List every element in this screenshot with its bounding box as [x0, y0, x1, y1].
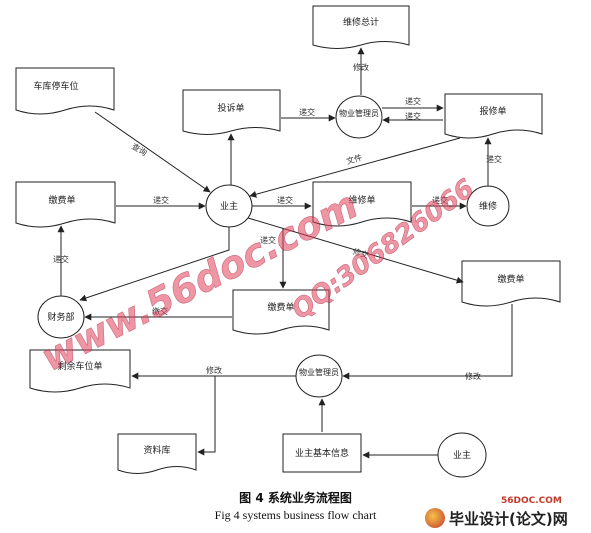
doc-ziliaoku — [117, 433, 197, 474]
edge-label-dijiao-left: 递交 — [153, 195, 169, 205]
caption-cn: 图 4 系统业务流程图 — [239, 491, 352, 505]
label-chekuxx: 车库停车位 — [33, 80, 78, 92]
edge-yezhu-to-caiwu — [79, 227, 230, 302]
edge-label-lingqu: 缴交 — [152, 306, 168, 316]
label-yezhu-bottom: 业主 — [453, 449, 471, 461]
label-wuye-bottom: 物业管理员 — [299, 367, 339, 377]
label-yezhu-main: 业主 — [220, 200, 238, 212]
edge-baoxiu-to-yezhu — [249, 137, 461, 198]
label-weixiu-circle: 维修 — [479, 200, 497, 212]
edge-label-dijiao-tousu: 递交 — [299, 107, 315, 117]
logo-main-text: 毕业设计(论文)网 — [449, 510, 568, 528]
label-yezhu-info: 业主基本信息 — [295, 447, 349, 459]
label-jiaofei-left: 缴费单 — [48, 194, 75, 206]
edge-label-dijiao-down: 递交 — [260, 235, 276, 245]
logo-site-text: 56DOC.COM — [501, 496, 562, 506]
edge-label-dijiao-up: 递交 — [486, 154, 502, 164]
doc-weixiu-mid — [312, 181, 412, 227]
site-logo: 56DOC.COM 毕业设计(论文)网 — [423, 496, 591, 532]
label-tousu: 投诉单 — [217, 102, 244, 114]
label-jiaofei-center: 缴费单 — [267, 301, 294, 313]
edge-yezhu-to-jiaofei-right — [247, 217, 464, 284]
logo-emblem-icon — [425, 508, 445, 528]
doc-jiaofei-center — [232, 289, 330, 335]
edge-label-chaxun: 查询 — [130, 141, 149, 158]
doc-weixiu-zongji — [312, 5, 410, 49]
label-caiwu: 财务部 — [47, 311, 74, 323]
edge-label-dijiao-a: 递交 — [405, 96, 421, 106]
edge-label-dijiao-mid: 递交 — [277, 195, 293, 205]
caption-en: Fig 4 systems business flow chart — [214, 508, 377, 522]
edge-label-xiugai-right: 修改 — [465, 371, 481, 381]
circle-wuye-top — [335, 95, 383, 139]
label-shengyu: 剩余车位单 — [57, 360, 102, 372]
edge-label-dijiao-caiwu: 递交 — [53, 254, 69, 264]
label-weixiu-zongji: 维修总计 — [343, 16, 379, 28]
edge-label-xiugai-left: 修改 — [206, 365, 222, 375]
label-weixiu-mid: 维修单 — [348, 194, 375, 206]
doc-jiaofei-left — [15, 181, 116, 228]
box-yezhu-info — [282, 433, 362, 473]
edge-label-xiugai-diag: 修交 — [352, 246, 370, 260]
doc-shengyu — [29, 349, 131, 393]
edge-label-xiugai-top: 修改 — [353, 62, 369, 72]
edge-wuye-to-ziliaoku — [197, 376, 216, 456]
edge-chekuxx-to-yezhu — [94, 111, 211, 193]
label-jiaofei-right: 缴费单 — [497, 273, 524, 285]
doc-baoxiu — [444, 93, 543, 139]
edge-label-dijiao-right: 递交 — [432, 195, 448, 205]
edge-label-wenjian: 文件 — [345, 152, 363, 166]
label-baoxiu: 报修单 — [479, 105, 506, 117]
edge-label-dijiao-b: 递交 — [405, 111, 421, 121]
edge-jiaofei-right-to-wuye — [342, 304, 513, 380]
label-ziliaoku: 资料库 — [143, 444, 170, 456]
doc-chekuxx — [15, 67, 115, 115]
label-wuye-top: 物业管理员 — [339, 108, 379, 118]
doc-tousu — [182, 89, 281, 135]
doc-jiaofei-right — [461, 260, 561, 307]
